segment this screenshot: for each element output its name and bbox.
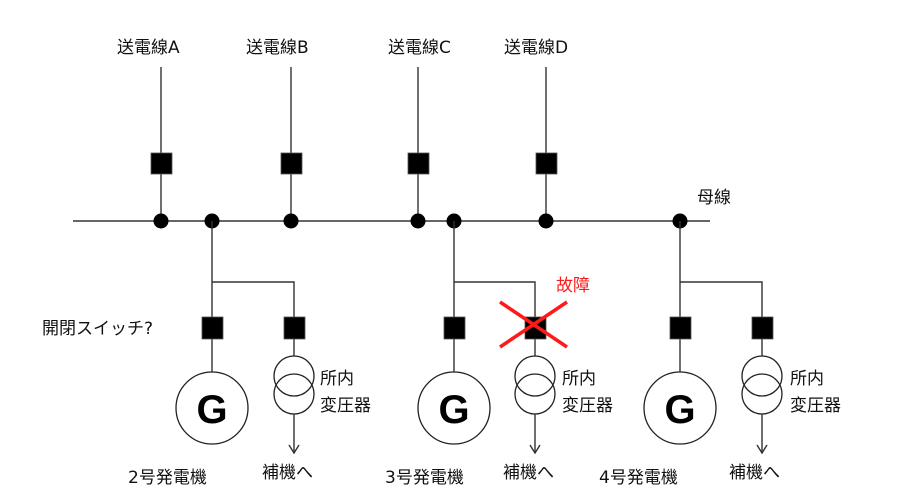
generator-label: 2号発電機 xyxy=(128,468,207,488)
transformer-label: 所内 xyxy=(320,369,354,389)
generator-breaker[interactable] xyxy=(201,316,224,340)
generator-breaker[interactable] xyxy=(669,316,692,340)
generator-symbol: G xyxy=(438,388,469,432)
generator-label: 4号発電機 xyxy=(599,468,678,488)
generator-breaker[interactable] xyxy=(443,316,466,340)
transformer-icon xyxy=(514,355,556,397)
unit-2: G 所内 変圧器 補機へ 2号発電機 xyxy=(128,213,371,488)
transmission-line-label: 送電線A xyxy=(117,38,180,58)
transmission-line-label: 送電線B xyxy=(246,38,309,58)
aux-label: 補機へ xyxy=(262,463,313,483)
transmission-line-label: 送電線D xyxy=(504,38,568,58)
aux-label: 補機へ xyxy=(729,463,780,483)
generator-symbol: G xyxy=(664,388,695,432)
transformer-breaker[interactable] xyxy=(751,316,774,340)
transformer-label: 所内 xyxy=(562,369,596,389)
transformer-label: 変圧器 xyxy=(562,396,613,416)
unit-4: G 所内 変圧器 補機へ 4号発電機 xyxy=(599,213,841,488)
transformer-label: 所内 xyxy=(790,369,824,389)
unit-3: G 所内 変圧器 補機へ 3号発電機 故障 xyxy=(385,213,613,488)
arrow-down-icon xyxy=(529,444,541,455)
transmission-line-a: 送電線A xyxy=(117,38,180,229)
aux-label: 補機へ xyxy=(503,463,554,483)
generator-label: 3号発電機 xyxy=(385,468,464,488)
generator-icon xyxy=(175,371,249,445)
generator-icon xyxy=(643,371,717,445)
transformer-icon xyxy=(741,355,783,397)
bus-node xyxy=(410,213,426,229)
transformer-label: 変圧器 xyxy=(790,396,841,416)
fault-label: 故障 xyxy=(556,276,590,296)
arrow-down-icon xyxy=(756,444,768,455)
transformer-breaker[interactable] xyxy=(283,316,306,340)
bus-node xyxy=(283,213,299,229)
circuit-breaker[interactable] xyxy=(150,152,173,175)
generator-icon xyxy=(417,371,491,445)
transmission-line-c: 送電線C xyxy=(388,38,451,229)
transmission-line-b: 送電線B xyxy=(246,38,309,229)
transformer-label: 変圧器 xyxy=(320,396,371,416)
bus-node xyxy=(538,213,554,229)
switch-label: 開閉スイッチ? xyxy=(42,319,153,339)
circuit-breaker[interactable] xyxy=(407,152,430,175)
circuit-breaker[interactable] xyxy=(280,152,303,175)
transmission-line-label: 送電線C xyxy=(388,38,451,58)
transmission-line-d: 送電線D xyxy=(504,38,568,229)
circuit-breaker[interactable] xyxy=(535,152,558,175)
bus-node xyxy=(153,213,169,229)
transformer-icon xyxy=(273,355,315,397)
bus-label: 母線 xyxy=(697,188,731,208)
arrow-down-icon xyxy=(288,444,300,455)
fault-marker: 故障 xyxy=(499,276,590,349)
generator-symbol: G xyxy=(196,388,227,432)
